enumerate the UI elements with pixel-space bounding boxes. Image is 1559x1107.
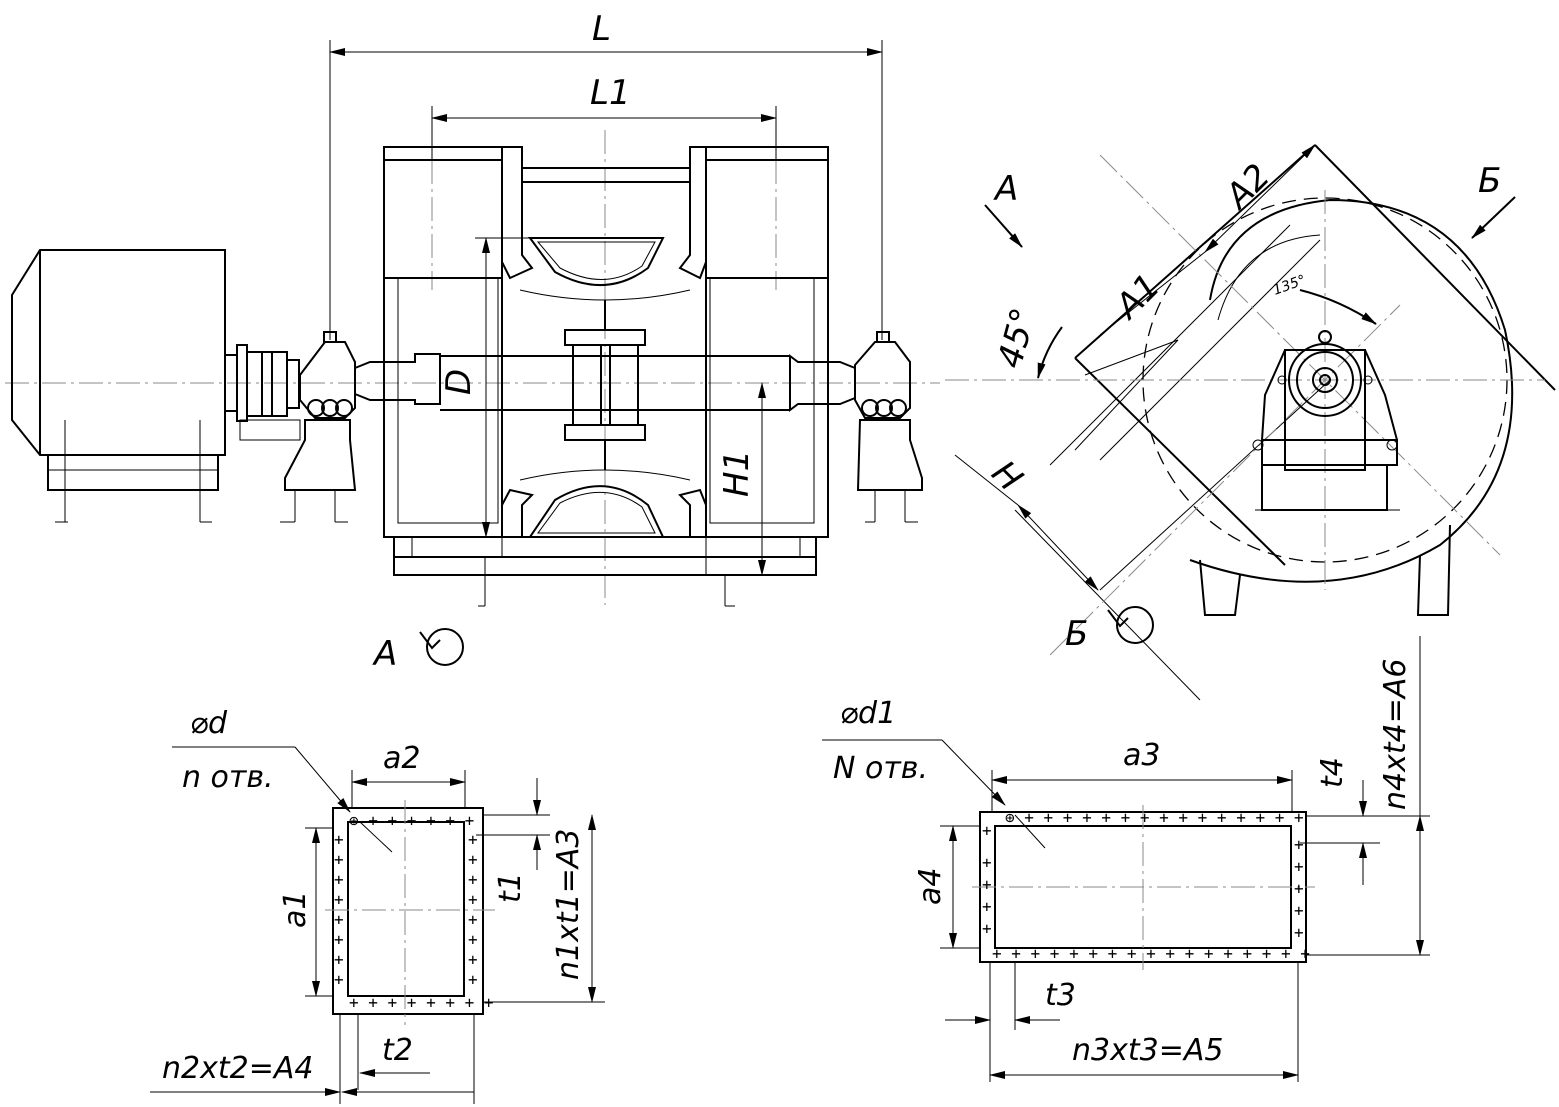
flange1-t2: t2 <box>382 1033 413 1068</box>
flange1-n1: n1xt1=A3 <box>551 829 586 980</box>
dim-D: D <box>439 369 479 395</box>
bearing-left <box>280 331 357 523</box>
flange2-t4: t4 <box>1315 757 1350 788</box>
angle-135: 135° <box>1271 272 1308 299</box>
motor <box>11 249 301 523</box>
svg-text:+: + <box>334 830 344 849</box>
svg-text:+: + <box>334 970 344 989</box>
flange1-t1: t1 <box>493 872 528 903</box>
svg-text:+: + <box>1294 923 1304 942</box>
flange1-a1: a1 <box>278 891 313 928</box>
svg-text:+: + <box>1294 879 1304 898</box>
flange1-n2: n2xt2=A4 <box>162 1051 313 1086</box>
svg-text:+: + <box>468 950 478 969</box>
flange1-hole-count: n отв. <box>182 760 274 795</box>
svg-text:+: + <box>334 890 344 909</box>
bearing-right <box>854 331 923 523</box>
svg-text:+: + <box>468 930 478 949</box>
flange2-n3: n3xt3=A5 <box>1072 1033 1223 1068</box>
view-a-label: A <box>372 634 397 674</box>
dim-A2: A2 <box>1217 156 1278 217</box>
rotation-icon-b <box>1116 606 1154 644</box>
svg-text:+: + <box>468 910 478 929</box>
svg-text:+: + <box>1294 835 1304 854</box>
svg-text:⊕ + + + + + +: ⊕ + + + + + + <box>349 811 474 830</box>
flange1-a2: a2 <box>383 741 420 776</box>
svg-text:+: + <box>982 853 992 872</box>
view-a-arrow-label: A <box>993 169 1018 209</box>
svg-text:+: + <box>334 930 344 949</box>
dim-L1: L1 <box>590 73 631 113</box>
flange2-a3: a3 <box>1123 738 1160 773</box>
svg-text:+: + <box>334 850 344 869</box>
dim-A1: A1 <box>1107 266 1168 327</box>
svg-text:+: + <box>468 850 478 869</box>
svg-text:+: + <box>468 970 478 989</box>
flange2-hole-count: N отв. <box>833 751 928 786</box>
flange-1: ⊕ + + + + + + + + + + + + + + + + + + + … <box>150 706 605 1104</box>
svg-text:+: + <box>982 875 992 894</box>
svg-text:+ + + + + + + + + + + + + + +: + + + + + + + + + + + + + + + + + <box>992 944 1310 963</box>
flange1-hole-dia: ⌀d <box>190 706 228 741</box>
svg-text:+: + <box>334 870 344 889</box>
svg-text:⊕ + + + + + + + + + + + + + +: ⊕ + + + + + + + + + + + + + + + <box>1005 808 1304 827</box>
dim-L: L <box>592 9 611 49</box>
svg-text:+: + <box>1294 901 1304 920</box>
svg-text:+ + + + + + + +: + + + + + + + + <box>349 993 494 1012</box>
svg-text:+: + <box>334 910 344 929</box>
svg-text:+: + <box>334 950 344 969</box>
front-view: L L1 D H1 A <box>5 9 940 674</box>
rotation-icon <box>426 628 464 666</box>
svg-text:+: + <box>982 897 992 916</box>
side-view: A Б 135° A2 A1 45° H Б <box>945 144 1556 701</box>
view-b-label: Б <box>1065 614 1088 654</box>
flange2-t3: t3 <box>1045 978 1076 1013</box>
flange2-a4: a4 <box>913 868 948 905</box>
dim-H1: H1 <box>717 450 757 497</box>
svg-text:+: + <box>468 890 478 909</box>
svg-text:+: + <box>982 919 992 938</box>
svg-text:+: + <box>1294 857 1304 876</box>
view-b-arrow-label: Б <box>1478 161 1501 201</box>
dim-H: H <box>984 453 1030 499</box>
flange-2: ⊕ + + + + + + + + + + + + + + + + + + + … <box>822 636 1430 1082</box>
svg-text:+: + <box>468 830 478 849</box>
fan-housing <box>383 146 829 607</box>
angle-45: 45° <box>990 304 1044 373</box>
flange2-hole-dia: ⌀d1 <box>840 696 896 731</box>
flange2-n4: n4xt4=A6 <box>1378 659 1413 810</box>
svg-text:+: + <box>468 870 478 889</box>
svg-text:+: + <box>982 821 992 840</box>
